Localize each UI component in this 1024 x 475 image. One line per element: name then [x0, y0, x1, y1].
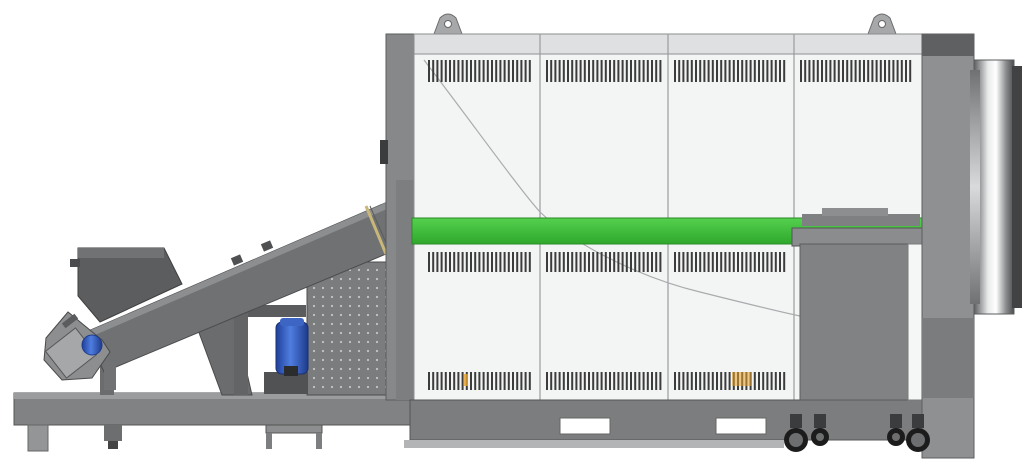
combustion-head-box: [791, 208, 923, 401]
lifting-lug-icon: [867, 13, 897, 35]
base-frame: [13, 392, 435, 452]
wheel-icon: [811, 414, 829, 446]
wheel-icon: [887, 414, 905, 446]
feed-hopper: [70, 247, 183, 323]
wheel-set: [784, 414, 930, 452]
lifting-lug-icon: [433, 13, 463, 35]
access-hatch-icon: [559, 417, 611, 435]
motor-icon: [264, 318, 309, 394]
gear-drive-icon: [43, 311, 116, 390]
control-cabinet: [306, 261, 396, 396]
access-hatch-icon: [715, 417, 767, 435]
wheel-icon: [784, 414, 808, 452]
wheel-icon: [906, 414, 930, 452]
outlet-duct: [921, 33, 1022, 459]
